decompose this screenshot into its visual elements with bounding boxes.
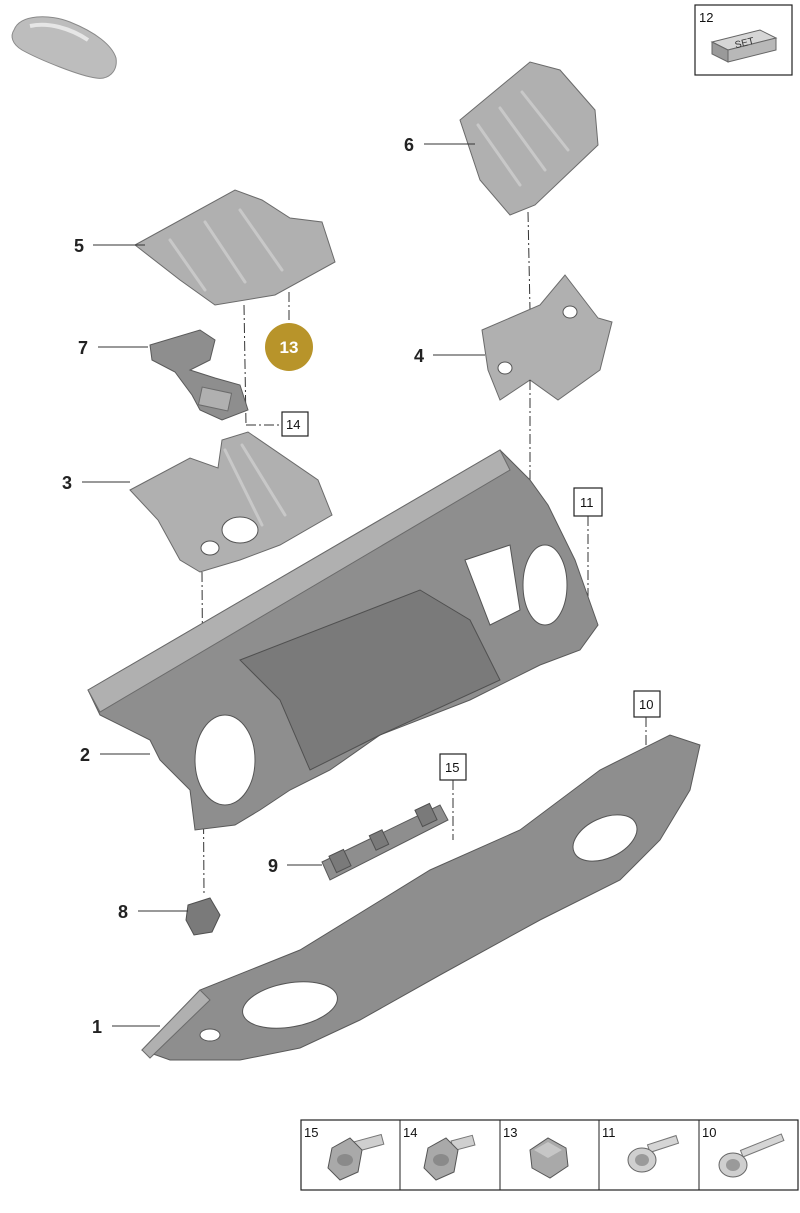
fastener-cell-14[interactable]: 14	[403, 1125, 476, 1181]
callout-1: 1	[92, 1017, 102, 1037]
callout-box-14: 14	[281, 411, 309, 437]
callout-2: 2	[80, 745, 90, 765]
bolt-flange-icon	[327, 1133, 385, 1181]
callout-8: 8	[118, 902, 128, 922]
car-model-icon	[11, 16, 117, 79]
svg-text:10: 10	[639, 697, 653, 712]
callout-9: 9	[268, 856, 278, 876]
svg-text:14: 14	[403, 1125, 417, 1140]
set-block-icon: SET	[710, 29, 778, 63]
part-1-crossmember[interactable]	[141, 734, 701, 1061]
callout-box-11: 11	[573, 487, 603, 517]
svg-text:15: 15	[304, 1125, 318, 1140]
nut-cap-icon	[529, 1137, 569, 1179]
screw-washer-long-icon	[718, 1133, 785, 1178]
part-6-cover[interactable]	[459, 61, 599, 216]
svg-text:14: 14	[286, 417, 300, 432]
part-4-bracket[interactable]	[481, 274, 613, 401]
part-2-rear-panel[interactable]	[87, 449, 599, 831]
fastener-cell-11[interactable]: 11	[602, 1125, 680, 1173]
screw-washer-icon	[627, 1134, 680, 1173]
fastener-cell-15[interactable]: 15	[304, 1125, 385, 1181]
badge-13-label: 13	[280, 338, 299, 357]
part-8-clip[interactable]	[185, 897, 221, 936]
callout-box-10: 10	[633, 690, 661, 718]
svg-text:15: 15	[445, 760, 459, 775]
callout-6: 6	[404, 135, 414, 155]
callout-7: 7	[78, 338, 88, 358]
part-13-badge[interactable]: 13	[265, 323, 313, 371]
svg-text:10: 10	[702, 1125, 716, 1140]
part-7-bracket[interactable]	[149, 329, 249, 421]
fastener-cell-13[interactable]: 13	[503, 1125, 569, 1179]
callout-5: 5	[74, 236, 84, 256]
callout-3: 3	[62, 473, 72, 493]
set-box[interactable]: 12 SET	[694, 4, 793, 76]
bolt-flange-icon	[423, 1134, 476, 1181]
svg-text:11: 11	[580, 495, 594, 510]
part-3-tray[interactable]	[129, 431, 333, 573]
fastener-cell-10[interactable]: 10	[702, 1125, 785, 1178]
svg-text:13: 13	[503, 1125, 517, 1140]
part-9-rail[interactable]	[321, 802, 449, 881]
callout-box-15: 15	[439, 753, 467, 781]
set-label: SET	[734, 36, 756, 51]
callout-4: 4	[414, 346, 424, 366]
set-box-number: 12	[699, 10, 713, 25]
svg-text:11: 11	[602, 1125, 616, 1140]
fastener-legend: 15 14 13 11	[300, 1119, 799, 1191]
part-5-cover[interactable]	[134, 189, 336, 306]
